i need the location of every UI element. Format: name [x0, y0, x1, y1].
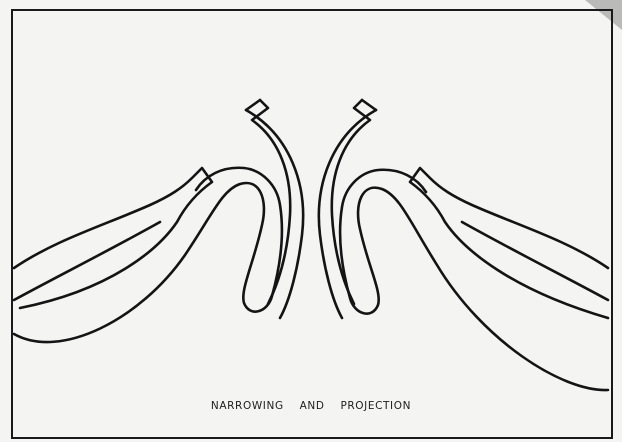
- figure-caption: NARROWING AND PROJECTION: [0, 400, 622, 412]
